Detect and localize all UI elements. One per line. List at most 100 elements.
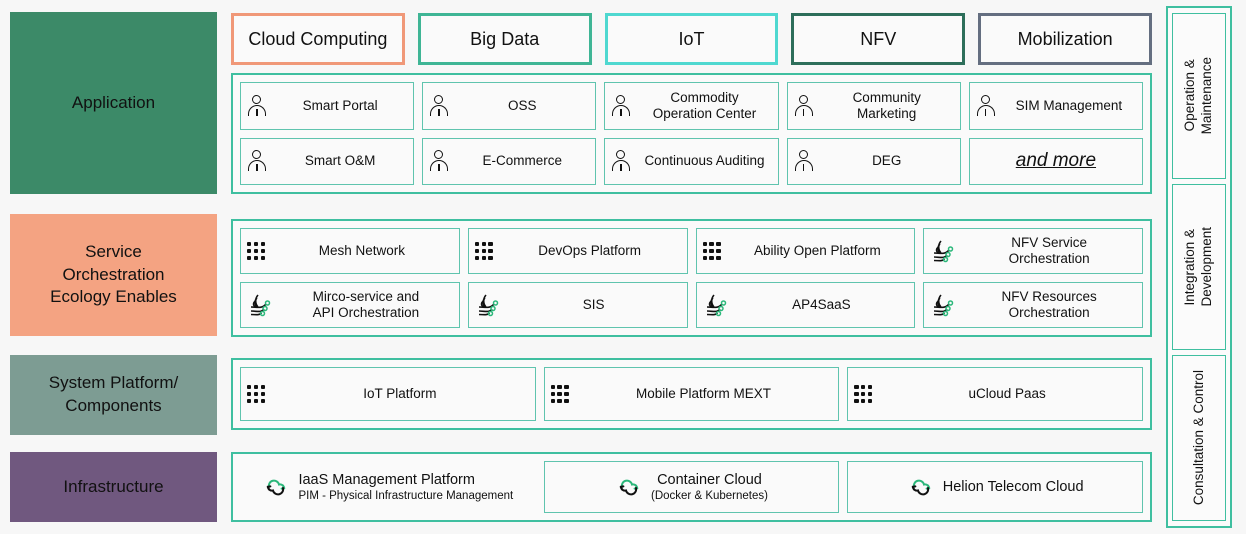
app-item-label: SIM Management xyxy=(1015,97,1123,113)
orchestration-icon xyxy=(475,293,501,317)
cloud-icon xyxy=(615,476,643,498)
cloud-icon xyxy=(907,476,935,498)
app-item-label: Smart Portal xyxy=(302,97,378,113)
sidebar-item-label: Consultation & Control xyxy=(1190,370,1206,506)
domain-tab-row: Cloud Computing Big Data IoT NFV Mobilizatio… xyxy=(231,13,1152,65)
infra-item-container-cloud[interactable]: Container Cloud(Docker & Kubernetes) xyxy=(543,461,840,513)
system-item-iot-platform[interactable]: IoT Platform xyxy=(240,367,536,421)
service-item-label: Mesh Network xyxy=(318,242,406,258)
tab-mobilization[interactable]: Mobilization xyxy=(978,13,1152,65)
app-item-label: Smart O&M xyxy=(304,153,376,169)
app-item-sim-management[interactable]: SIM Management xyxy=(968,82,1143,130)
app-item-label: E-Commerce xyxy=(482,153,563,169)
sidebar-item-integration-development[interactable]: Integration & Development xyxy=(1172,184,1226,350)
service-item-ability-open-platform[interactable]: Ability Open Platform xyxy=(695,228,916,274)
person-icon xyxy=(429,150,449,172)
tab-label: IoT xyxy=(678,28,705,49)
grid-icon xyxy=(550,385,569,403)
app-item-continuous-auditing[interactable]: Continuous Auditing xyxy=(604,137,779,185)
infra-item-subtitle: PIM - Physical Infrastructure Management xyxy=(298,489,514,502)
tab-big-data[interactable]: Big Data xyxy=(417,13,592,65)
tab-label: Mobilization xyxy=(1017,28,1113,49)
person-icon xyxy=(976,94,996,117)
tab-label: Big Data xyxy=(470,28,540,49)
orchestration-icon xyxy=(247,293,273,317)
app-item-oss[interactable]: OSS xyxy=(422,82,597,130)
layer-label-text: Application xyxy=(71,92,156,112)
grid-icon xyxy=(854,385,873,403)
app-item-deg[interactable]: DEG xyxy=(786,137,961,185)
tab-label: Cloud Computing xyxy=(248,28,388,49)
service-item-label: SIS xyxy=(582,296,605,312)
system-item-mobile-platform-mext[interactable]: Mobile Platform MEXT xyxy=(543,367,840,421)
sidebar-item-label: Operation & Maintenance xyxy=(1182,57,1214,135)
app-item-label: Continuous Auditing xyxy=(644,153,765,169)
grid-icon xyxy=(247,385,265,403)
system-item-label: Mobile Platform MEXT xyxy=(635,385,772,401)
app-item-label: DEG xyxy=(872,153,902,169)
system-item-label: uCloud Paas xyxy=(968,385,1046,401)
layer-label-text: Infrastructure xyxy=(63,476,164,496)
system-item-ucloud-paas[interactable]: uCloud Paas xyxy=(847,367,1143,421)
grid-icon xyxy=(702,242,721,260)
sidebar-item-consultation-control[interactable]: Consultation & Control xyxy=(1172,355,1226,521)
app-item-smart-portal[interactable]: Smart Portal xyxy=(240,82,415,130)
person-icon xyxy=(611,94,631,117)
tab-cloud-computing[interactable]: Cloud Computing xyxy=(231,13,405,65)
infra-item-text: Container Cloud(Docker & Kubernetes) xyxy=(651,471,768,504)
person-icon xyxy=(247,94,267,117)
service-item-mesh-network[interactable]: Mesh Network xyxy=(240,228,460,274)
service-item-devops-platform[interactable]: DevOps Platform xyxy=(467,228,688,274)
service-item-ap4saas[interactable]: AP4SaaS xyxy=(695,282,916,328)
tab-nfv[interactable]: NFV xyxy=(791,13,966,65)
layer-label-text: System Platform/Components xyxy=(48,373,179,415)
system-platform-panel: IoT Platform Mobile Platform MEXT uCloud P… xyxy=(231,358,1152,430)
app-item-smart-o-m[interactable]: Smart O&M xyxy=(240,137,415,185)
app-item-label: and more xyxy=(1015,149,1097,171)
infra-item-title: IaaS Management Platform xyxy=(298,471,475,488)
app-item-and-more[interactable]: and more xyxy=(968,137,1143,185)
infra-item-helion-telecom-cloud[interactable]: Helion Telecom Cloud xyxy=(847,461,1143,513)
layer-label-system-platform: System Platform/Components xyxy=(10,355,217,435)
infra-item-subtitle: (Docker & Kubernetes) xyxy=(651,489,768,502)
grid-icon xyxy=(247,242,265,260)
cloud-icon xyxy=(262,476,290,498)
infra-item-title: Container Cloud xyxy=(657,471,762,488)
person-icon xyxy=(794,94,814,117)
infra-item-text: Helion Telecom Cloud xyxy=(943,478,1084,496)
grid-icon xyxy=(474,242,493,260)
person-icon xyxy=(794,150,814,172)
system-item-label: IoT Platform xyxy=(363,385,437,401)
orchestration-icon xyxy=(703,293,729,317)
infra-item-title: Helion Telecom Cloud xyxy=(942,478,1084,495)
sidebar-item-operation-maintenance[interactable]: Operation & Maintenance xyxy=(1172,13,1226,179)
tab-iot[interactable]: IoT xyxy=(604,13,779,65)
orchestration-icon xyxy=(930,239,956,263)
sidebar-item-label: Integration & Development xyxy=(1182,227,1214,307)
app-item-e-commerce[interactable]: E-Commerce xyxy=(422,137,597,185)
person-icon xyxy=(611,150,631,172)
tab-label: NFV xyxy=(860,28,897,49)
layer-label-infrastructure: Infrastructure xyxy=(10,452,217,522)
person-icon xyxy=(429,94,449,117)
service-item-sis[interactable]: SIS xyxy=(467,282,688,328)
orchestration-icon xyxy=(930,293,956,317)
app-item-label: OSS xyxy=(508,97,537,113)
